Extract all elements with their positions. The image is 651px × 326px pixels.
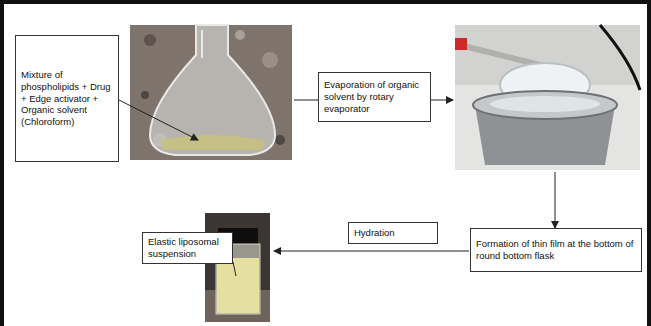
- text-group: Mixture of phospholipids + Drug + Edge a…: [21, 69, 113, 128]
- text-group: Hydration: [354, 227, 395, 239]
- text-group: Formation of thin film at the bottom of …: [476, 238, 636, 262]
- step-text: Evaporation of organic solvent by rotary…: [324, 79, 425, 115]
- step-box: Hydration: [348, 222, 438, 244]
- vial-photo: [205, 213, 270, 322]
- step-text: Hydration: [354, 227, 395, 239]
- step-box: Formation of thin film at the bottom of …: [470, 228, 642, 272]
- step-box: Evaporation of organic solvent by rotary…: [318, 72, 431, 122]
- rotary-evaporator-photo: [455, 25, 640, 170]
- text-group: Evaporation of organic solvent by rotary…: [324, 79, 425, 115]
- step-text: Elastic liposomal suspension: [148, 236, 227, 260]
- step-box: Mixture of phospholipids + Drug + Edge a…: [15, 35, 119, 162]
- step-text: Mixture of phospholipids + Drug + Edge a…: [21, 69, 113, 128]
- flask-photo: [130, 25, 292, 160]
- text-group: Elastic liposomal suspension: [148, 236, 227, 260]
- step-box: Elastic liposomal suspension: [142, 232, 233, 264]
- step-text: Formation of thin film at the bottom of …: [476, 238, 636, 262]
